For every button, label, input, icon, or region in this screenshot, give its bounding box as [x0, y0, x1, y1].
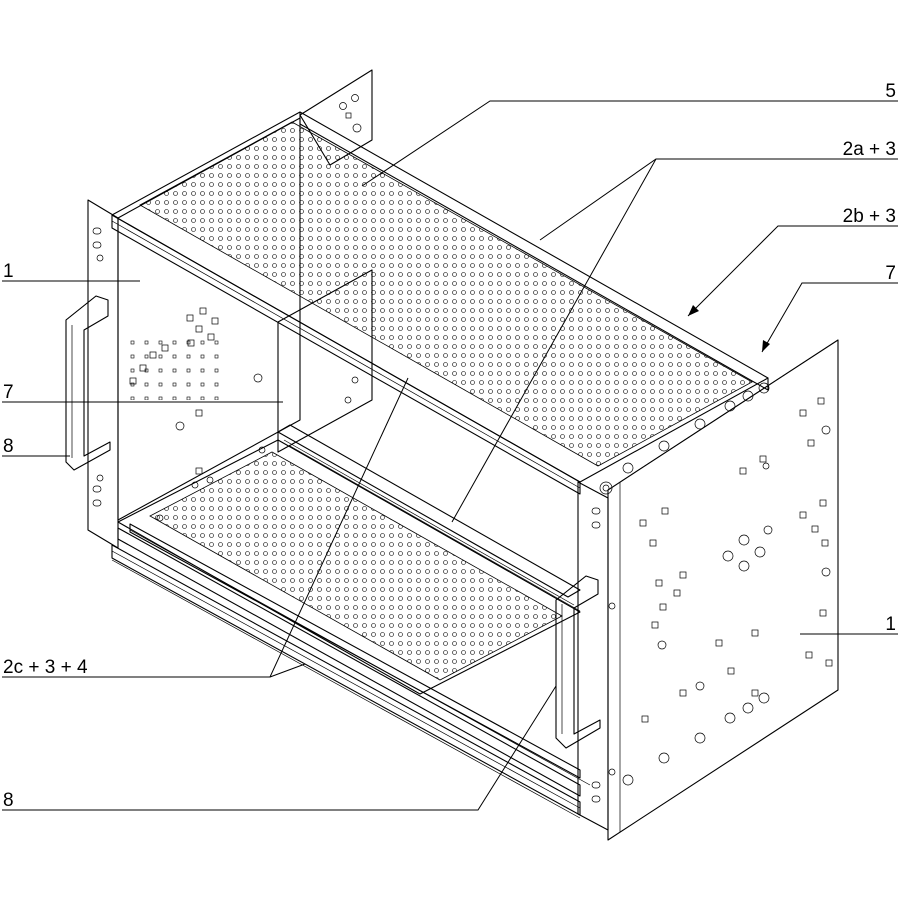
right-handle — [555, 575, 601, 749]
right-front-flange — [577, 481, 616, 831]
callout-right-5: 5 — [885, 81, 896, 102]
callout-right-2b-3: 2b + 3 — [843, 206, 896, 227]
middle-rail — [277, 424, 581, 612]
callout-left-8: 8 — [3, 436, 14, 457]
callout-right-2a-3: 2a + 3 — [843, 139, 896, 160]
callout-left-2c-3-4: 2c + 3 + 4 — [3, 657, 88, 678]
callout-labels: 1 7 8 2c + 3 + 4 8 5 2a + 3 2b + 3 7 1 — [3, 81, 896, 811]
callout-right-1: 1 — [885, 614, 896, 635]
top-cover — [111, 111, 769, 495]
callout-left-8-bottom: 8 — [3, 790, 14, 811]
left-handle — [65, 295, 111, 471]
callout-left-1: 1 — [3, 261, 14, 282]
bottom-tray — [111, 439, 591, 819]
left-side-panel — [117, 117, 373, 521]
leader-lines — [2, 100, 898, 811]
callout-left-7: 7 — [3, 382, 14, 403]
callout-right-7: 7 — [885, 263, 896, 284]
left-front-flange — [87, 199, 119, 549]
right-side-panel — [607, 339, 839, 841]
leader-arrowheads — [688, 305, 770, 352]
